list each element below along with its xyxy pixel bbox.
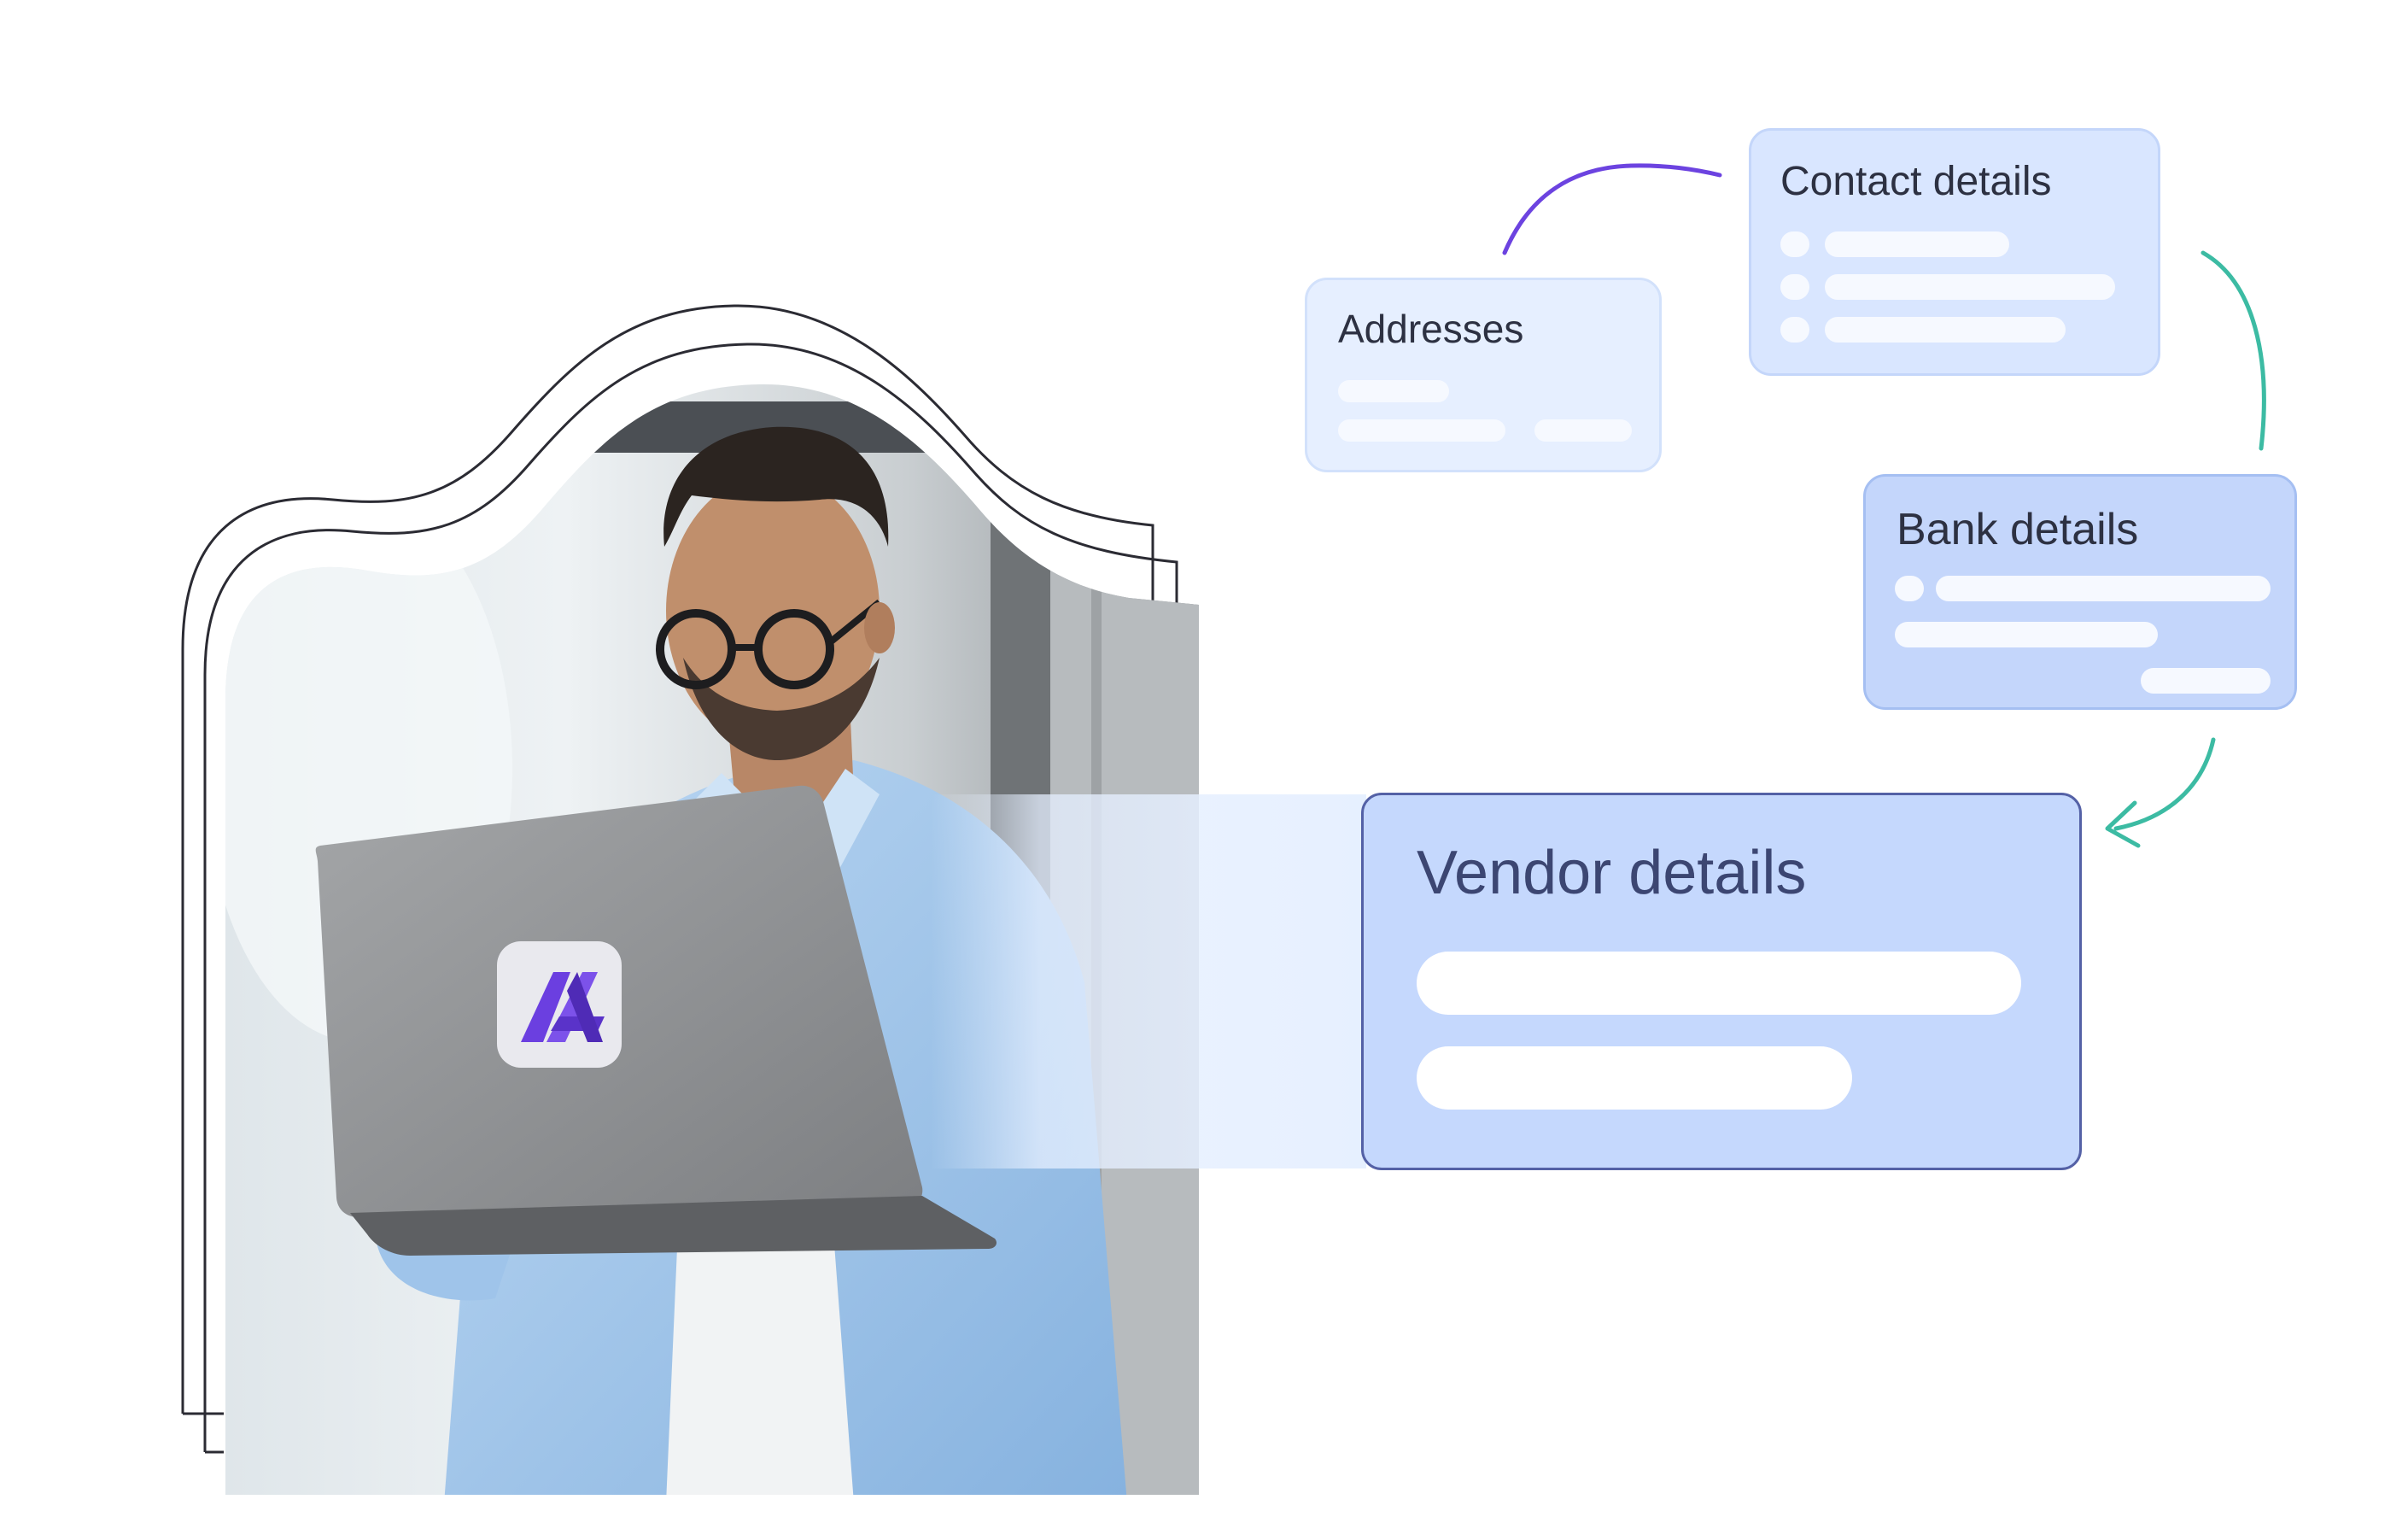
arrow-head-icon [2105, 800, 2141, 848]
addresses-title: Addresses [1338, 307, 1524, 351]
connector-contact-bank [2201, 250, 2266, 451]
vendor-input-field[interactable] [1417, 952, 2021, 1015]
contact-details-title: Contact details [1780, 159, 2052, 204]
decorative-outline-outer [181, 304, 1154, 1414]
placeholder-dot [1780, 231, 1809, 257]
placeholder-line [1825, 317, 2066, 343]
contact-details-card[interactable]: Contact details [1749, 128, 2160, 376]
placeholder-line [1825, 274, 2115, 300]
bank-details-title: Bank details [1897, 505, 2139, 554]
placeholder-dot [1895, 576, 1924, 601]
connector-band [931, 794, 1366, 1168]
decorative-outline-inner [203, 343, 1178, 1452]
vendor-details-card[interactable]: Vendor details [1361, 793, 2082, 1170]
bank-details-card[interactable]: Bank details [1863, 474, 2297, 710]
placeholder-line [2141, 668, 2271, 694]
placeholder-line [1825, 231, 2009, 257]
connector-addresses-contact [1502, 163, 1722, 255]
app-logo-icon [497, 941, 622, 1068]
placeholder-dot [1780, 274, 1809, 300]
vendor-input-field[interactable] [1417, 1046, 1852, 1110]
addresses-card[interactable]: Addresses [1305, 278, 1662, 472]
placeholder-line [1895, 622, 2158, 647]
placeholder-line [1936, 576, 2271, 601]
placeholder-line [1534, 419, 1632, 442]
placeholder-dot [1780, 317, 1809, 343]
connector-bank-vendor [2113, 737, 2216, 831]
placeholder-line [1338, 380, 1449, 402]
placeholder-line [1338, 419, 1505, 442]
vendor-details-title: Vendor details [1417, 839, 1807, 907]
